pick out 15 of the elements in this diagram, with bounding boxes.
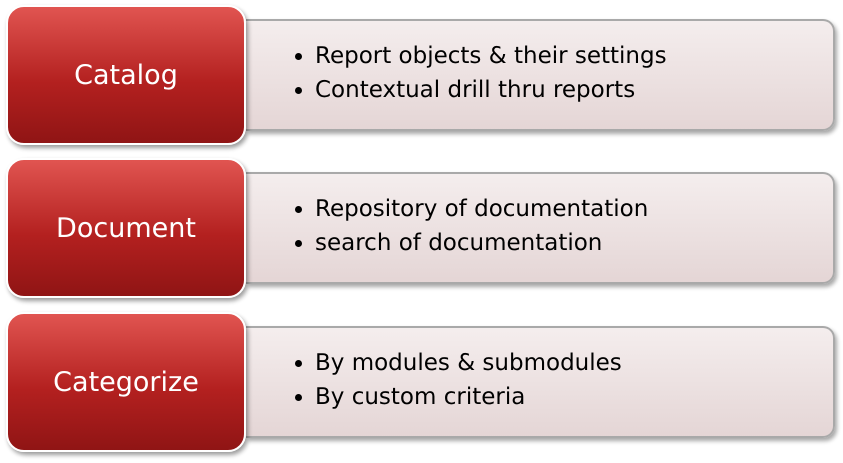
category-box [6, 5, 246, 145]
bullet-text: Contextual drill thru reports [315, 76, 636, 105]
category-title: Categorize [53, 366, 199, 398]
category-title: Catalog [74, 60, 178, 90]
category-box [6, 158, 246, 298]
bullet-text: By custom criteria [315, 383, 526, 412]
category-title: Document [56, 212, 196, 244]
category-box [6, 312, 246, 452]
bullet-text: By modules & submodules [315, 349, 622, 378]
detail-panel [246, 19, 835, 131]
detail-panel [246, 172, 835, 284]
detail-panel [246, 326, 835, 438]
bullet-text: Repository of documentation [315, 195, 648, 224]
bullet-text: search of documentation [315, 229, 602, 258]
bullet-text: Report objects & their settings [315, 42, 667, 71]
